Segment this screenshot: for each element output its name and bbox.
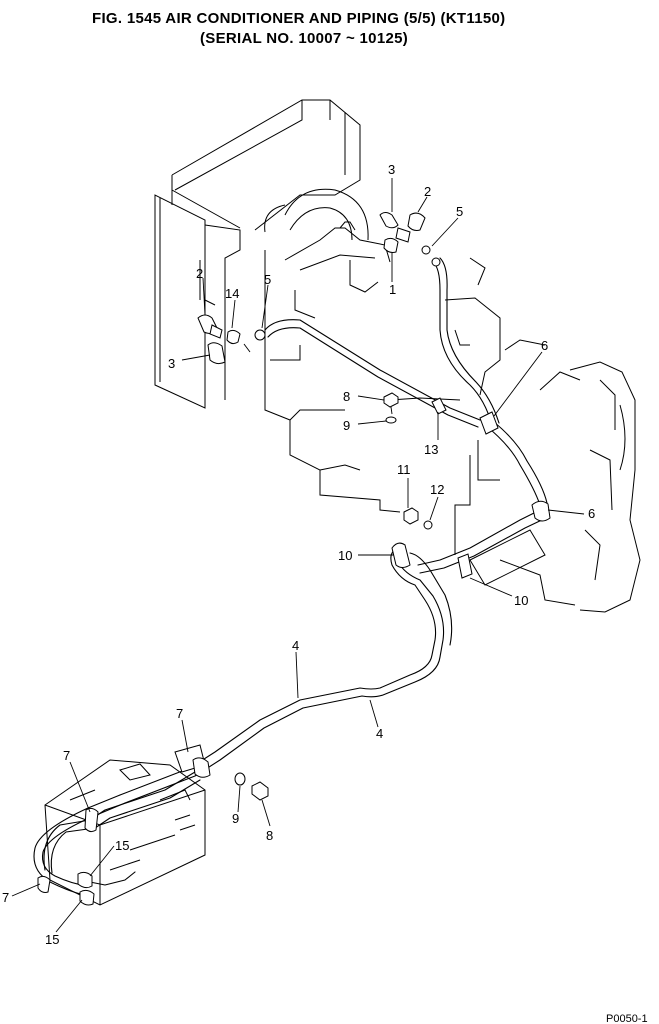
callout-5-left: 5 [264, 272, 271, 287]
callout-1: 1 [389, 282, 396, 297]
callout-11: 11 [397, 462, 411, 477]
figure-title: FIG. 1545 AIR CONDITIONER AND PIPING (5/… [92, 10, 506, 27]
callout-7-lower: 7 [2, 890, 9, 905]
callout-10-right: 10 [514, 593, 528, 608]
callout-3-upper: 3 [388, 162, 395, 177]
leader-lines [11, 178, 585, 933]
callout-15-lower: 15 [45, 932, 59, 947]
callout-8-upper: 8 [343, 389, 350, 404]
callout-2-upper: 2 [424, 184, 431, 199]
condenser-unit-illustration [44, 759, 206, 906]
callout-7-middle: 7 [63, 748, 70, 763]
callout-14: 14 [225, 286, 239, 301]
callout-4-lower: 4 [376, 726, 383, 741]
callout-6-upper: 6 [541, 338, 548, 353]
callout-13: 13 [424, 442, 438, 457]
refrigerant-piping [33, 257, 548, 896]
engine-block-illustration [154, 99, 641, 613]
callout-labels: 3 2 5 1 2 14 5 3 8 9 13 6 6 11 12 10 10 … [2, 162, 595, 947]
callout-15-upper: 15 [115, 838, 129, 853]
callout-7-upper: 7 [176, 706, 183, 721]
figure-serial-range: (SERIAL NO. 10007 ~ 10125) [200, 30, 409, 47]
small-parts [37, 212, 551, 906]
callout-3-left: 3 [168, 356, 175, 371]
callout-12: 12 [430, 482, 444, 497]
callout-2-left: 2 [196, 266, 203, 281]
drawing-code: P0050-1 [606, 1013, 648, 1024]
callout-9-upper: 9 [343, 418, 350, 433]
callout-6-lower: 6 [588, 506, 595, 521]
callout-8-lower: 8 [266, 828, 273, 843]
callout-10-left: 10 [338, 548, 352, 563]
callout-5-upper: 5 [456, 204, 463, 219]
callout-4-upper: 4 [292, 638, 299, 653]
callout-9-lower: 9 [232, 811, 239, 826]
